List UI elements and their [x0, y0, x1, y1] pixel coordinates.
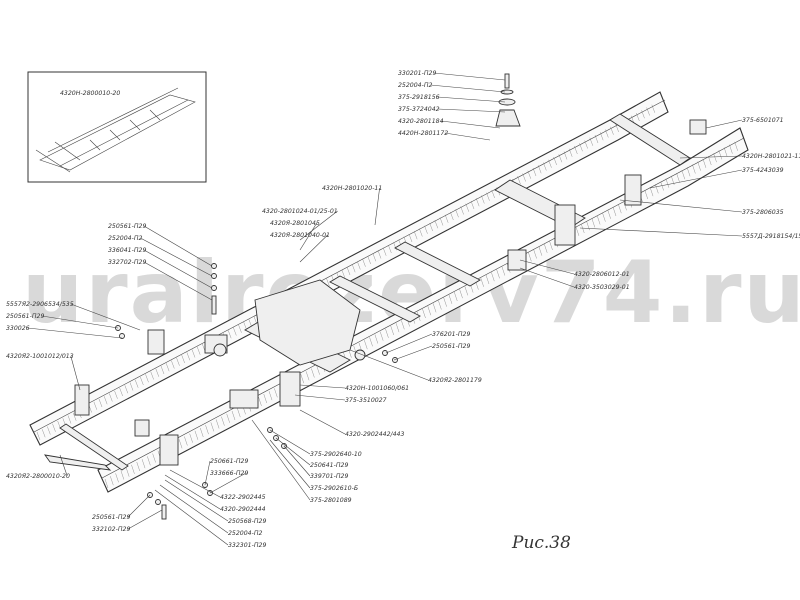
leader-line: [251, 419, 311, 501]
part-number-label: 4320Я2-2801179: [428, 377, 482, 384]
part-number-label: 250561-П29: [92, 514, 130, 521]
leader-line: [299, 409, 346, 435]
leader-line: [444, 132, 491, 141]
part-number-label: 4320-2806012-01: [574, 271, 630, 278]
leader-line: [154, 489, 229, 546]
leader-line: [299, 234, 328, 263]
leader-line: [299, 222, 318, 251]
part-number-label: 375-2918156: [398, 94, 440, 101]
part-number-label: 332102-П29: [92, 526, 130, 533]
leader-line: [269, 439, 311, 489]
part-number-label: 250568-П29: [228, 518, 266, 525]
part-number-label: 4320-2902444: [220, 506, 266, 513]
leader-line: [385, 333, 433, 354]
frame-rails: [29, 91, 749, 493]
part-number-label: 375-2801089: [310, 497, 352, 504]
part-number-label: 4320-2902442/443: [345, 431, 404, 438]
part-number-label: 330201-П29: [398, 70, 436, 77]
part-number-label: 250561-П29: [6, 313, 44, 320]
leader-line: [143, 261, 213, 301]
part-number-label: 4320Н-2801020-11: [322, 185, 382, 192]
part-number-label: 252004-П2: [398, 82, 433, 89]
leader-line: [349, 349, 429, 381]
part-number-label: 332702-П29: [108, 259, 146, 266]
part-number-label: 5557Д-2918154/156: [742, 233, 800, 240]
part-number-label: 375-2806035: [742, 209, 784, 216]
part-number-label: 4320Я-2801040-01: [270, 232, 330, 239]
part-number-label: 4320Н-1001060/061: [345, 385, 409, 392]
part-number-label: 375-2902610-Б: [310, 485, 358, 492]
part-number-label: 339701-П29: [310, 473, 348, 480]
part-number-label: 332301-П29: [228, 542, 266, 549]
part-number-label: 375-6501071: [742, 117, 784, 124]
leader-line: [275, 437, 311, 466]
leader-line: [169, 469, 221, 498]
leader-line: [679, 155, 743, 159]
leader-line: [433, 72, 506, 81]
leader-line: [164, 479, 229, 522]
leader-line: [159, 484, 229, 534]
leader-line: [579, 227, 743, 237]
leader-line: [127, 494, 151, 518]
part-number-label: 5557Я2-2906534/535: [6, 301, 74, 308]
part-number-label: 250561-П29: [108, 223, 146, 230]
figure-caption: Рис.38: [511, 533, 571, 553]
part-number-label: 4320Я2-1001012/013: [6, 353, 74, 360]
leader-line: [519, 267, 575, 288]
part-number-label: 333666-П29: [210, 470, 248, 477]
part-number-label: 4320-2801184: [398, 118, 444, 125]
leader-line: [441, 120, 501, 129]
leader-line: [143, 249, 213, 289]
leader-line: [164, 474, 221, 510]
leader-line: [437, 108, 506, 113]
part-number-label: 375-3510027: [345, 397, 387, 404]
part-number-label: 252004-П2: [108, 235, 143, 242]
inset-overview: 4320Н-2800010-20: [27, 71, 207, 183]
part-number-label: 4322-2902445: [220, 494, 266, 501]
part-number-label: 252004-П2: [228, 530, 263, 537]
leader-line: [209, 472, 247, 494]
part-number-label: 4320Н-2801021-11: [742, 153, 800, 160]
leader-line: [269, 429, 311, 455]
part-number-label: 330026: [6, 325, 30, 332]
part-number-label: 4320Я-2801045: [270, 220, 320, 227]
brackets: [74, 73, 707, 520]
part-number-label: 4320-3503029-01: [574, 284, 630, 291]
leader-line: [70, 355, 81, 391]
part-number-label: 375-4243039: [742, 167, 784, 174]
part-number-label: 4320-2801024-01/25-01: [262, 208, 338, 215]
part-number-label: 250561-П29: [432, 343, 470, 350]
leader-line: [143, 225, 213, 267]
part-number-label: 375-3724042: [398, 106, 440, 113]
leader-line: [204, 460, 211, 486]
leader-line: [299, 210, 338, 241]
part-number-label: 4420Н-2801172: [398, 130, 448, 137]
leader-line: [430, 84, 506, 93]
part-number-label: 375-2902640-10: [310, 451, 362, 458]
leader-line: [140, 237, 213, 277]
leader-line: [127, 509, 163, 530]
inset-label: 4320Н-2800010-20: [60, 90, 120, 97]
leader-line: [519, 259, 575, 275]
leader-line: [374, 187, 380, 226]
part-number-label: 250661-П29: [210, 458, 248, 465]
leader-line: [393, 345, 433, 361]
leader-line: [70, 303, 141, 331]
leader-line: [705, 119, 743, 129]
leader-line: [59, 454, 68, 477]
leader-line: [299, 384, 346, 389]
leader-line: [294, 394, 346, 401]
part-labels: 330201-П29 252004-П2 375-2918156 375-372404…: [6, 70, 800, 549]
leader-line: [41, 315, 119, 329]
part-number-label: 336041-П29: [108, 247, 146, 254]
leader-line: [649, 169, 743, 189]
leader-line: [283, 445, 311, 477]
part-number-label: 4320Я2-2800010-20: [6, 473, 70, 480]
leader-line: [619, 199, 743, 213]
part-number-label: 250641-П29: [310, 462, 348, 469]
leader-line: [437, 96, 506, 103]
part-number-label: 376201-П29: [432, 331, 470, 338]
leader-line: [27, 327, 123, 339]
